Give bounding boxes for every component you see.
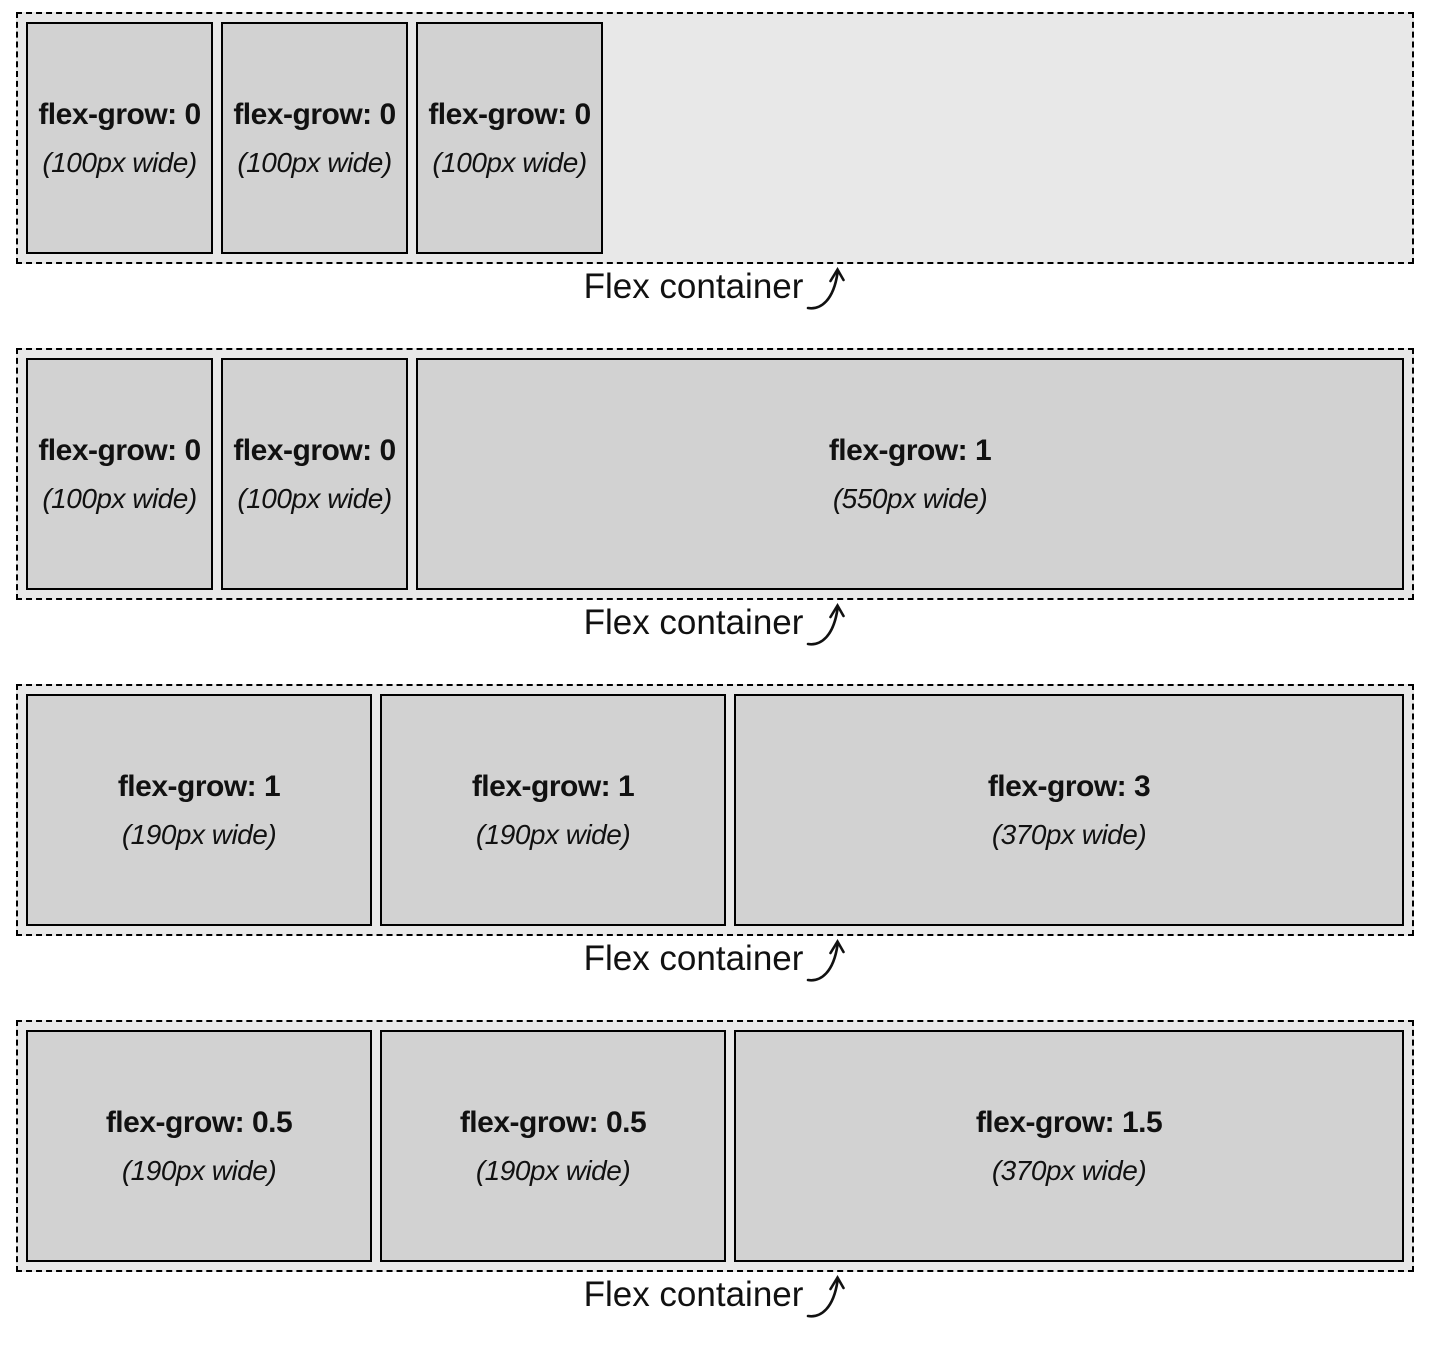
item-width-label: (370px wide) <box>991 818 1147 850</box>
flex-grow-label: flex-grow: 1 <box>828 433 992 467</box>
flex-item: flex-grow: 1 (190px wide) <box>380 694 726 926</box>
flex-grow-label: flex-grow: 0.5 <box>105 1105 293 1139</box>
flex-item: flex-grow: 0 (100px wide) <box>26 22 213 254</box>
flex-grow-label: flex-grow: 1.5 <box>975 1105 1163 1139</box>
item-width-label: (100px wide) <box>42 146 197 178</box>
flex-container-row: flex-grow: 1 (190px wide) flex-grow: 1 (… <box>16 684 1440 1020</box>
flex-grow-label: flex-grow: 0 <box>38 433 201 467</box>
item-width-label: (100px wide) <box>237 482 392 514</box>
item-width-label: (100px wide) <box>42 482 197 514</box>
flex-container-label: Flex container <box>583 939 804 978</box>
flex-item: flex-grow: 1.5 (370px wide) <box>734 1030 1404 1262</box>
flex-container-row: flex-grow: 0 (100px wide) flex-grow: 0 (… <box>16 348 1440 684</box>
flex-container-caption: Flex container <box>16 600 1414 684</box>
flex-container: flex-grow: 0 (100px wide) flex-grow: 0 (… <box>16 12 1414 264</box>
flex-container-label: Flex container <box>583 603 804 642</box>
flex-item: flex-grow: 0 (100px wide) <box>416 22 603 254</box>
item-width-label: (100px wide) <box>237 146 392 178</box>
flex-grow-label: flex-grow: 0 <box>233 433 396 467</box>
item-width-label: (370px wide) <box>991 1154 1147 1186</box>
flex-item: flex-grow: 0 (100px wide) <box>26 358 213 590</box>
flex-grow-label: flex-grow: 0 <box>233 97 396 131</box>
flex-grow-label: flex-grow: 0 <box>428 97 591 131</box>
flex-item: flex-grow: 1 (190px wide) <box>26 694 372 926</box>
curved-arrow-icon <box>807 938 846 982</box>
item-width-label: (190px wide) <box>121 1154 277 1186</box>
flex-container-label: Flex container <box>583 267 804 306</box>
flex-grow-label: flex-grow: 0 <box>38 97 201 131</box>
flex-grow-label: flex-grow: 3 <box>987 769 1151 803</box>
flex-container: flex-grow: 1 (190px wide) flex-grow: 1 (… <box>16 684 1414 936</box>
flex-container-label: Flex container <box>583 1275 804 1314</box>
flex-container-caption: Flex container <box>16 1272 1414 1349</box>
item-width-label: (550px wide) <box>832 482 988 514</box>
item-width-label: (100px wide) <box>432 146 587 178</box>
flex-grow-label: flex-grow: 1 <box>471 769 635 803</box>
flex-container-row: flex-grow: 0.5 (190px wide) flex-grow: 0… <box>16 1020 1440 1349</box>
flex-item: flex-grow: 0.5 (190px wide) <box>380 1030 726 1262</box>
flex-item: flex-grow: 0 (100px wide) <box>221 22 408 254</box>
flex-grow-label: flex-grow: 0.5 <box>459 1105 647 1139</box>
flex-container: flex-grow: 0.5 (190px wide) flex-grow: 0… <box>16 1020 1414 1272</box>
flex-item: flex-grow: 0.5 (190px wide) <box>26 1030 372 1262</box>
flex-item: flex-grow: 0 (100px wide) <box>221 358 408 590</box>
flex-item: flex-grow: 1 (550px wide) <box>416 358 1404 590</box>
item-width-label: (190px wide) <box>475 818 631 850</box>
flex-item: flex-grow: 3 (370px wide) <box>734 694 1404 926</box>
curved-arrow-icon <box>807 602 846 646</box>
curved-arrow-icon <box>807 1274 846 1318</box>
flex-container-caption: Flex container <box>16 264 1414 348</box>
flex-container-row: flex-grow: 0 (100px wide) flex-grow: 0 (… <box>16 12 1440 348</box>
flex-grow-label: flex-grow: 1 <box>117 769 281 803</box>
curved-arrow-icon <box>807 266 846 310</box>
item-width-label: (190px wide) <box>121 818 277 850</box>
item-width-label: (190px wide) <box>475 1154 631 1186</box>
flex-container: flex-grow: 0 (100px wide) flex-grow: 0 (… <box>16 348 1414 600</box>
flex-container-caption: Flex container <box>16 936 1414 1020</box>
